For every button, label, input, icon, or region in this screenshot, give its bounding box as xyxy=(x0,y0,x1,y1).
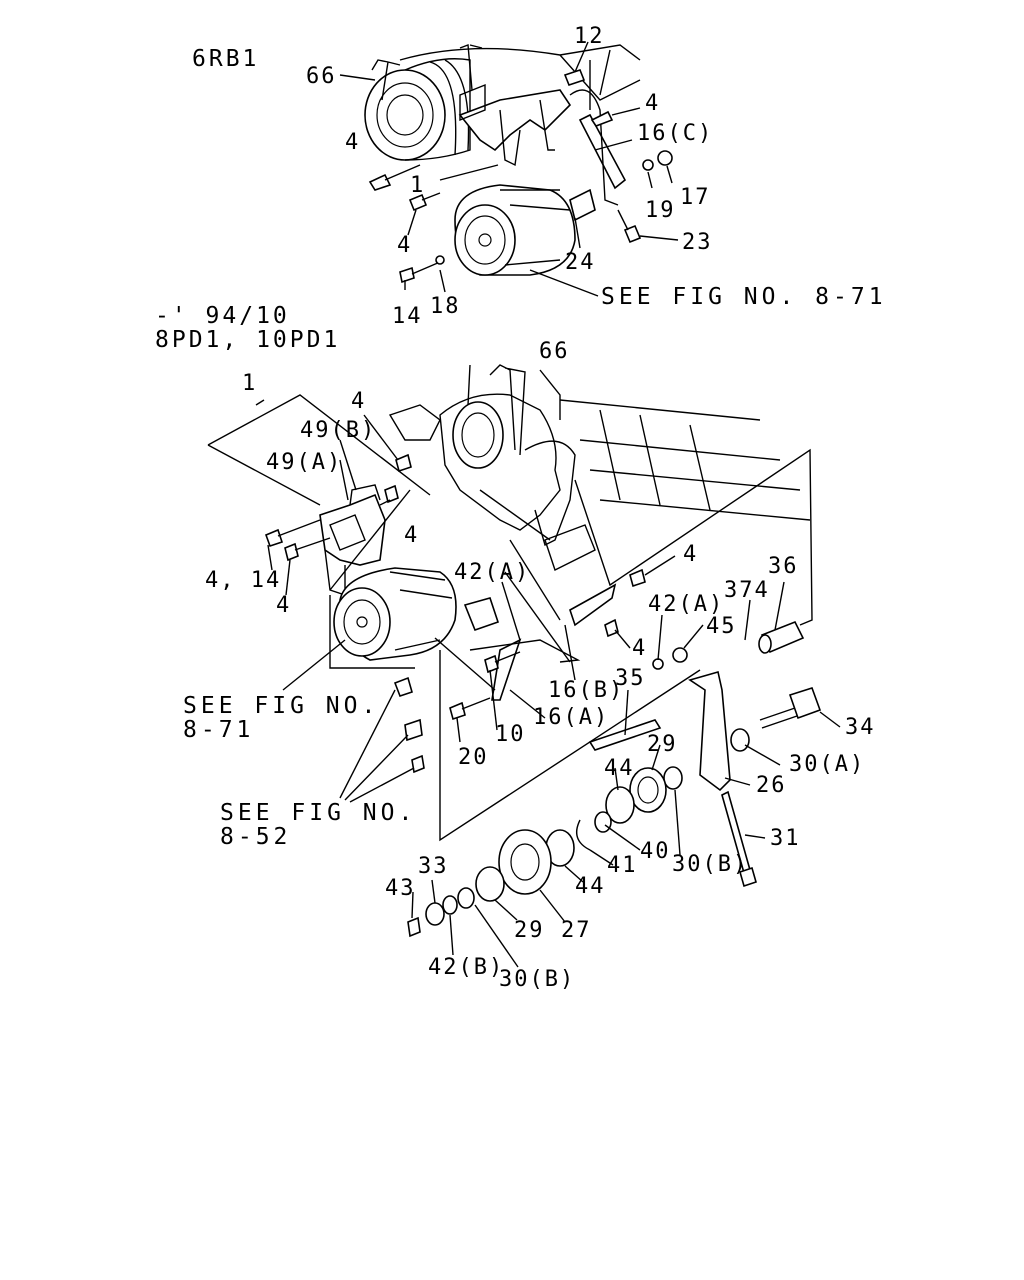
pulley-66 xyxy=(364,58,471,161)
callout-66: 66 xyxy=(306,64,337,89)
callout-4: 4 xyxy=(683,542,698,567)
callout-4: 4 xyxy=(276,593,291,618)
callout-19: 19 xyxy=(645,198,676,223)
callout-4: 4 xyxy=(345,130,360,155)
callout-45: 45 xyxy=(706,614,737,639)
top-bolts xyxy=(368,69,673,284)
callout-42a: 42(A) xyxy=(648,592,724,617)
compressor-lower xyxy=(333,567,457,661)
callout-18: 18 xyxy=(430,294,461,319)
belt-66 xyxy=(489,364,526,456)
small-fittings xyxy=(393,676,425,774)
lower-assembly: -' 94/10 8PD1, 10PD1 xyxy=(155,303,876,992)
block-24 xyxy=(569,188,596,222)
top-assembly: 6RB1 66 12 4 16(C) 4 1 19 17 4 24 23 14 … xyxy=(192,24,887,329)
callout-4: 4 xyxy=(397,233,412,258)
callout-4: 4 xyxy=(632,636,647,661)
bracket-49 xyxy=(319,484,386,596)
callout-374: 374 xyxy=(724,578,770,603)
callout-14: 14 xyxy=(392,304,423,329)
callout-36: 36 xyxy=(768,554,799,579)
reference-frame xyxy=(207,394,813,842)
top-leaders xyxy=(339,41,679,297)
lower-bolts xyxy=(264,453,688,721)
collar-36 xyxy=(758,620,805,654)
callout-29: 29 xyxy=(514,918,545,943)
callout-30b: 30(B) xyxy=(499,967,575,992)
callout-24: 24 xyxy=(565,250,596,275)
lower-leaders xyxy=(255,399,841,968)
section-title-8pd1-10pd1: 8PD1, 10PD1 xyxy=(155,327,340,353)
see-fig-8-52-number: 8-52 xyxy=(220,824,291,850)
rod-16a xyxy=(491,638,522,701)
callout-1: 1 xyxy=(242,371,257,396)
callout-29: 29 xyxy=(647,732,678,757)
callout-4: 4 xyxy=(351,389,366,414)
see-fig-8-71-top: SEE FIG NO. 8-71 xyxy=(601,284,887,310)
callout-49a: 49(A) xyxy=(266,450,342,475)
callout-10: 10 xyxy=(495,722,526,747)
callout-30b: 30(B) xyxy=(672,852,748,877)
callout-43: 43 xyxy=(385,876,416,901)
callout-40: 40 xyxy=(640,839,671,864)
compressor-top xyxy=(454,184,576,276)
callout-4: 4 xyxy=(645,91,660,116)
engine-body-lower xyxy=(388,364,811,571)
rod-16b xyxy=(569,583,617,627)
callout-44: 44 xyxy=(604,756,635,781)
bolt-34 xyxy=(759,687,822,729)
callout-23: 23 xyxy=(682,230,713,255)
pulley-stack xyxy=(407,728,750,938)
callout-4-14: 4, 14 xyxy=(205,568,281,593)
see-fig-8-52-label: SEE FIG NO. xyxy=(220,800,416,826)
callout-41: 41 xyxy=(607,853,638,878)
callout-1: 1 xyxy=(410,173,425,198)
callout-27: 27 xyxy=(561,918,592,943)
callout-17: 17 xyxy=(680,185,711,210)
bracket-1 xyxy=(458,83,572,167)
callout-4: 4 xyxy=(404,523,419,548)
callout-35: 35 xyxy=(615,666,646,691)
callout-66: 66 xyxy=(539,339,570,364)
callout-42b: 42(B) xyxy=(428,955,504,980)
callout-42a: 42(A) xyxy=(454,560,530,585)
see-fig-8-71-label: SEE FIG NO. xyxy=(183,693,379,719)
callout-12: 12 xyxy=(574,24,605,49)
callout-33: 33 xyxy=(418,854,449,879)
callout-49b: 49(B) xyxy=(300,418,376,443)
bracket-26 xyxy=(688,670,731,792)
callout-16a: 16(A) xyxy=(533,705,609,730)
callout-16c: 16(C) xyxy=(637,121,713,146)
callout-44: 44 xyxy=(575,874,606,899)
see-fig-8-71-number: 8-71 xyxy=(183,717,254,743)
callout-34: 34 xyxy=(845,715,876,740)
callout-20: 20 xyxy=(458,745,489,770)
section-range: -' 94/10 xyxy=(155,303,290,329)
callout-16b: 16(B) xyxy=(548,678,624,703)
callout-26: 26 xyxy=(756,773,787,798)
callout-31: 31 xyxy=(770,826,801,851)
block-lower xyxy=(463,597,500,632)
callout-30a: 30(A) xyxy=(789,752,865,777)
section-title-6rb1: 6RB1 xyxy=(192,46,259,72)
